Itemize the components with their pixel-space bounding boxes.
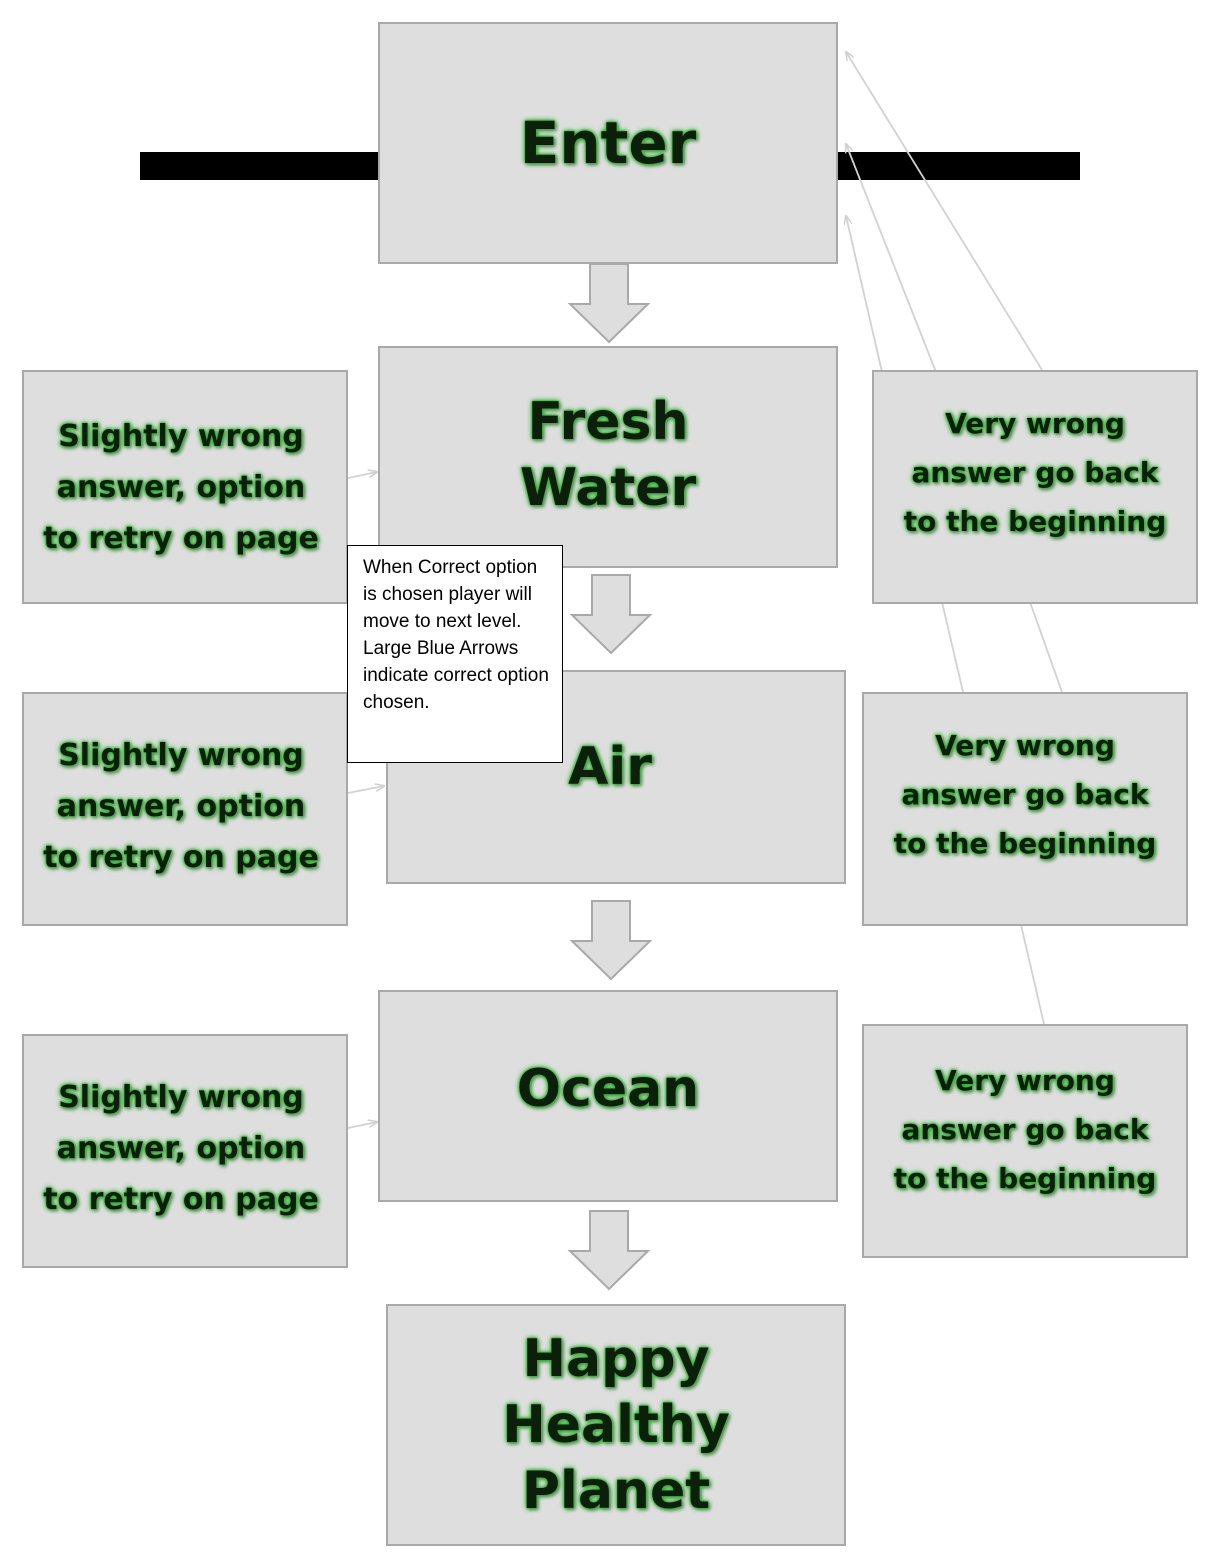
down-arrow-2 — [569, 574, 653, 655]
down-arrow-1 — [567, 263, 651, 344]
very-wrong-link-3 — [1020, 924, 1045, 1025]
very-wrong-link-1 — [941, 601, 964, 693]
slightly-wrong-label: Slightly wrong answer, option to retry o… — [43, 1079, 319, 1217]
slightly-wrong-box-air: Slightly wrong answer, option to retry o… — [22, 692, 348, 926]
very-wrong-label: Very wrong answer go back to the beginni… — [893, 728, 1157, 860]
very-wrong-box-fresh-water: Very wrong answer go back to the beginni… — [872, 370, 1198, 604]
explanation-note: When Correct option is chosen player wil… — [347, 545, 563, 763]
enter-label: Enter — [519, 109, 697, 177]
slightly-wrong-box-fresh-water: Slightly wrong answer, option to retry o… — [22, 370, 348, 604]
very-wrong-return-arrow-2 — [846, 144, 937, 373]
finish-box: Happy Healthy Planet — [386, 1304, 846, 1546]
very-wrong-return-arrow-3 — [846, 216, 883, 373]
very-wrong-label: Very wrong answer go back to the beginni… — [893, 1063, 1157, 1195]
right-header-bar — [836, 152, 1080, 180]
very-wrong-box-ocean: Very wrong answer go back to the beginni… — [862, 1024, 1188, 1258]
retry-arrow-air — [347, 786, 384, 794]
very-wrong-link-2 — [1029, 601, 1063, 693]
ocean-box: Ocean — [378, 990, 838, 1202]
very-wrong-return-arrow-1 — [846, 52, 1043, 371]
air-label: Air — [568, 737, 652, 797]
down-arrow-4 — [567, 1210, 651, 1291]
slightly-wrong-label: Slightly wrong answer, option to retry o… — [43, 418, 319, 556]
fresh-water-box: Fresh Water — [378, 346, 838, 568]
fresh-water-label: Fresh Water — [519, 392, 697, 518]
down-arrow-3 — [569, 900, 653, 981]
enter-box: Enter — [378, 22, 838, 264]
retry-arrow-fresh-water — [347, 472, 377, 479]
slightly-wrong-label: Slightly wrong answer, option to retry o… — [43, 737, 319, 875]
very-wrong-box-air: Very wrong answer go back to the beginni… — [862, 692, 1188, 926]
retry-arrow-ocean — [347, 1122, 377, 1129]
left-header-bar — [140, 152, 380, 180]
very-wrong-label: Very wrong answer go back to the beginni… — [903, 406, 1167, 538]
finish-label: Happy Healthy Planet — [502, 1329, 730, 1521]
ocean-label: Ocean — [516, 1059, 700, 1119]
slightly-wrong-box-ocean: Slightly wrong answer, option to retry o… — [22, 1034, 348, 1268]
